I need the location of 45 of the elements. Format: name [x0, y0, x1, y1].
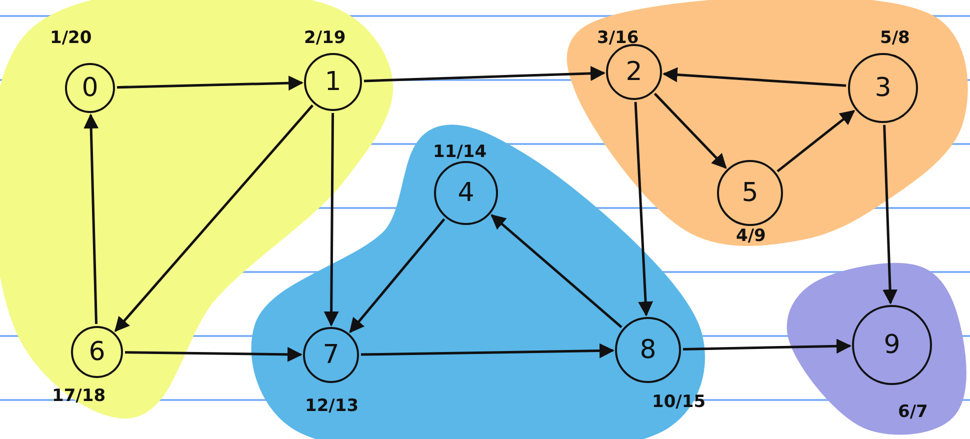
vertex-circle	[606, 44, 662, 100]
discovery-finish-time: 4/9	[736, 228, 766, 245]
vertex-number: 5	[742, 180, 758, 206]
vertex-circle	[717, 160, 783, 226]
discovery-finish-time: 11/14	[433, 144, 487, 161]
discovery-finish-time: 6/7	[898, 404, 928, 421]
vertex-number: 1	[324, 69, 342, 95]
arrow	[776, 110, 856, 172]
vertex-circle	[434, 161, 498, 225]
vertex-circle	[71, 326, 123, 378]
vertex-number: 6	[88, 339, 106, 365]
discovery-finish-time: 5/8	[880, 30, 910, 47]
arrow	[360, 343, 614, 358]
vertex-circle	[65, 63, 115, 113]
vertex-number: 8	[640, 337, 656, 363]
vertex-number: 7	[322, 342, 340, 368]
arrow	[124, 346, 302, 362]
vertex-number: 3	[874, 75, 892, 101]
arrow	[116, 76, 304, 91]
arrow	[682, 338, 852, 354]
arrow	[84, 114, 99, 324]
vertex-number: 2	[626, 59, 642, 85]
vertex-circle	[303, 327, 359, 383]
vertex-number: 9	[884, 332, 900, 358]
vertex-circle	[852, 305, 932, 385]
arrow	[662, 67, 846, 87]
arrow	[349, 218, 446, 334]
arrow	[324, 112, 339, 326]
arrow	[634, 102, 654, 317]
discovery-finish-time: 2/19	[304, 30, 346, 47]
vertex-circle	[615, 317, 681, 383]
discovery-finish-time: 10/15	[652, 394, 706, 411]
discovery-finish-time: 12/13	[305, 398, 359, 415]
vertex-circle	[304, 53, 362, 111]
arrow	[654, 92, 727, 169]
discovery-finish-time: 1/20	[50, 30, 92, 47]
arrow	[490, 214, 622, 328]
arrow	[364, 66, 606, 82]
discovery-finish-time: 17/18	[52, 388, 106, 405]
vertex-number: 0	[82, 75, 98, 101]
arrow	[882, 124, 898, 305]
arrow	[114, 104, 314, 332]
vertex-number: 4	[458, 180, 474, 206]
discovery-finish-time: 3/16	[597, 30, 639, 47]
vertex-circle	[848, 53, 918, 123]
